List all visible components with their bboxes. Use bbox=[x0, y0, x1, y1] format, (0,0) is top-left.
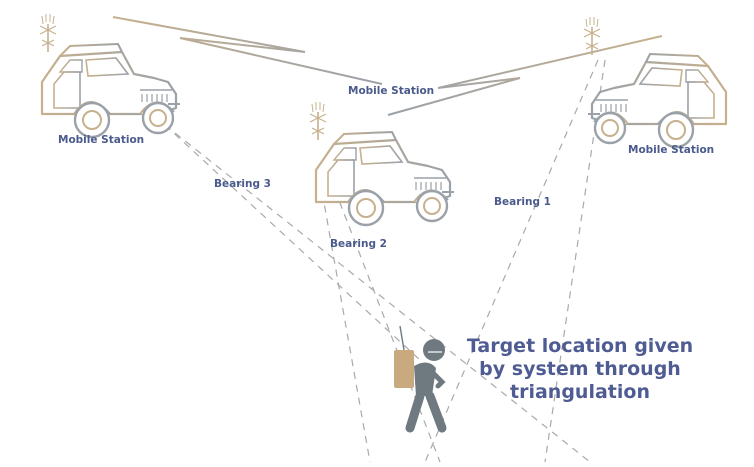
bearing-3-line-alt bbox=[164, 124, 421, 361]
bearing-2-line-alt bbox=[334, 189, 441, 463]
bearing-3-label: Bearing 3 bbox=[214, 178, 271, 190]
antenna-icon bbox=[39, 13, 57, 53]
mobile-station-left bbox=[39, 13, 182, 139]
station-left-label: Mobile Station bbox=[58, 134, 144, 146]
station-right-label: Mobile Station bbox=[628, 144, 714, 156]
antenna-icon bbox=[583, 16, 601, 56]
bearing-1-label: Bearing 1 bbox=[494, 196, 551, 208]
bearing-2-line bbox=[319, 179, 371, 463]
military-truck-icon bbox=[314, 130, 456, 227]
mobile-station-right bbox=[583, 16, 728, 149]
military-truck-icon bbox=[586, 52, 728, 149]
antenna-icon bbox=[309, 101, 327, 141]
mobile-station-center bbox=[309, 101, 456, 227]
station-center-label: Mobile Station bbox=[348, 85, 434, 97]
soldier-radio-icon bbox=[394, 325, 447, 433]
military-truck-icon bbox=[40, 42, 182, 139]
bearing-2-label: Bearing 2 bbox=[330, 238, 387, 250]
bearing-1-line bbox=[424, 59, 599, 463]
radio-link-right bbox=[387, 35, 663, 116]
radio-link-left bbox=[112, 16, 383, 85]
caption-line-3: triangulation bbox=[510, 381, 650, 403]
caption-line-2: by system through bbox=[479, 358, 681, 380]
caption-line-1: Target location given bbox=[467, 335, 693, 357]
target-caption: Target location given by system through … bbox=[467, 335, 693, 403]
